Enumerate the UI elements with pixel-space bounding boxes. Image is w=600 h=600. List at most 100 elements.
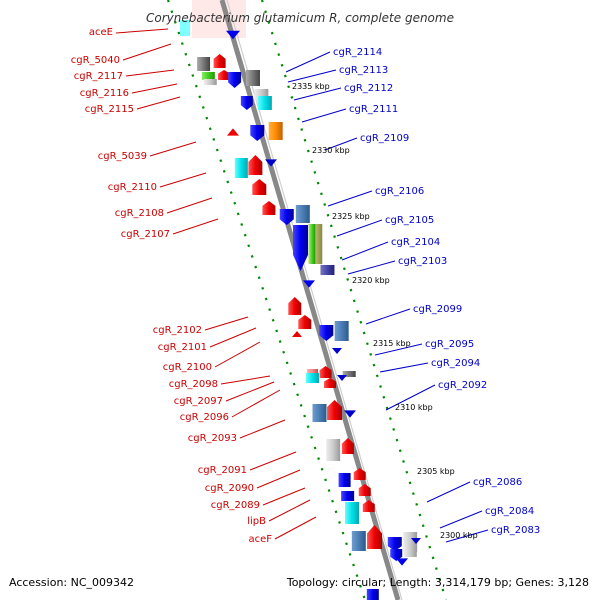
leader-cgR_2103 [347, 260, 396, 275]
gene-label-cgR_5039[interactable]: cgR_5039 [98, 151, 147, 162]
leader-cgR_5039 [149, 141, 197, 157]
gene-cgR_2090 [338, 473, 351, 487]
gene-label-cgR_2107[interactable]: cgR_2107 [121, 229, 170, 240]
ruler-left-dotted [166, 0, 367, 600]
gene-label-cgR_2091[interactable]: cgR_2091 [198, 465, 247, 476]
gene-label-aceF[interactable]: aceF [248, 534, 272, 545]
gene-label-cgR_2117[interactable]: cgR_2117 [74, 71, 123, 82]
gene-label-cgR_2101[interactable]: cgR_2101 [158, 342, 207, 353]
gene-label-cgR_2106[interactable]: cgR_2106 [375, 186, 424, 197]
gene-label-aceE[interactable]: aceE [89, 27, 113, 38]
scale-labels: 2335 kbp 2330 kbp 2325 kbp 2320 kbp 2315… [292, 82, 478, 540]
gene-rev-small-1 [265, 159, 277, 167]
gene-label-cgR_2092[interactable]: cgR_2092 [438, 380, 487, 391]
forward-gene-labels: aceE cgR_5040 cgR_2117 cgR_2116 cgR_2115… [71, 27, 272, 545]
gene-label-cgR_2109[interactable]: cgR_2109 [360, 133, 409, 144]
gene-cgR_2089b [358, 484, 371, 496]
leader-aceF [274, 516, 317, 540]
gene-bottom-forward [366, 589, 379, 600]
accession-text: Accession: NC_009342 [9, 576, 134, 589]
leader-cgR_2086 [426, 481, 471, 503]
gene-cgR_2084 [411, 538, 421, 544]
leader-cgR_2091 [249, 451, 297, 471]
gene-label-cgR_2097[interactable]: cgR_2097 [174, 396, 223, 407]
gene-cgR_2110 [234, 158, 248, 178]
leader-cgR_2090 [256, 469, 301, 489]
gene-label-cgR_2096[interactable]: cgR_2096 [180, 412, 229, 423]
gene-label-cgR_2089[interactable]: cgR_2089 [211, 500, 260, 511]
leader-cgR_2095 [374, 343, 423, 356]
gene-cgR_2097 [305, 373, 319, 383]
gene-label-cgR_2110[interactable]: cgR_2110 [108, 182, 157, 193]
gene-label-cgR_2104[interactable]: cgR_2104 [391, 237, 440, 248]
leader-cgR_2101 [209, 327, 257, 348]
gene-label-cgR_2086[interactable]: cgR_2086 [473, 477, 522, 488]
gene-label-cgR_2105[interactable]: cgR_2105 [385, 215, 434, 226]
gene-label-cgR_2112[interactable]: cgR_2112 [344, 83, 393, 94]
gene-label-cgR_2114[interactable]: cgR_2114 [333, 47, 382, 58]
gene-label-cgR_2099[interactable]: cgR_2099 [413, 304, 462, 315]
gene-label-cgR_2095[interactable]: cgR_2095 [425, 339, 474, 350]
gene-cgR_5040 [197, 57, 211, 71]
leader-aceE [115, 28, 169, 34]
gene-label-cgR_2108[interactable]: cgR_2108 [115, 208, 164, 219]
leader-cgR_2084 [439, 510, 483, 529]
gene-label-cgR_2093[interactable]: cgR_2093 [188, 433, 237, 444]
leader-cgR_2099 [365, 308, 411, 325]
gene-cgR_2094-arrow [337, 375, 347, 381]
gene-label-cgR_2084[interactable]: cgR_2084 [485, 506, 534, 517]
gene-label-cgR_2111[interactable]: cgR_2111 [349, 104, 398, 115]
gene-cgR_2108 [252, 179, 267, 195]
gene-label-lipB[interactable]: lipB [247, 516, 266, 527]
leader-cgR_2105 [336, 219, 383, 237]
gene-cgR_2116b [203, 79, 217, 85]
gene-label-cgR_2100[interactable]: cgR_2100 [163, 362, 212, 373]
gene-label-cgR_2098[interactable]: cgR_2098 [169, 379, 218, 390]
leader-lipB [268, 499, 311, 522]
track-layer [115, 0, 489, 600]
leader-cgR_2110 [159, 172, 207, 188]
leader-cgR_2117 [125, 69, 175, 77]
scale-label: 2305 kbp [417, 467, 455, 476]
leader-cgR_2115 [136, 96, 181, 110]
gene-label-cgR_2115[interactable]: cgR_2115 [85, 104, 134, 115]
gene-cgR_2106b [279, 209, 294, 225]
gene-label-cgR_2094[interactable]: cgR_2094 [431, 358, 480, 369]
gene-cgR_2117 [213, 54, 226, 68]
gene-lipB [344, 502, 359, 524]
gene-label-cgR_2102[interactable]: cgR_2102 [153, 325, 202, 336]
genome-title: Corynebacterium glutamicum R, complete g… [146, 11, 454, 25]
gene-cgR_2089 [341, 491, 355, 501]
gene-cgR_2116 [201, 72, 215, 80]
leader-cgR_2096 [231, 389, 281, 418]
gene-cgR_2114 [245, 70, 260, 86]
gene-label-cgR_2103[interactable]: cgR_2103 [398, 256, 447, 267]
genome-summary-text: Topology: circular; Length: 3,314,179 bp… [286, 576, 589, 589]
gene-cgR_2104 [293, 225, 309, 271]
leader-cgR_2092 [385, 384, 436, 411]
gene-cgR_2111 [240, 96, 253, 110]
reverse-gene-labels: cgR_2114 cgR_2113 cgR_2112 cgR_2111 cgR_… [333, 47, 540, 536]
leader-cgR_2111 [301, 108, 347, 123]
gene-label-cgR_2113[interactable]: cgR_2113 [339, 65, 388, 76]
gene-cgR_2109 [268, 122, 283, 140]
gene-label-cgR_2116[interactable]: cgR_2116 [80, 88, 129, 99]
ruler-right-dotted [260, 0, 448, 600]
gene-cgR_5039 [227, 128, 239, 136]
gene-cgR_2115 [218, 70, 231, 80]
leader-cgR_2108 [166, 197, 213, 214]
gene-label-cgR_2083[interactable]: cgR_2083 [491, 525, 540, 536]
gene-cgR_2105b [309, 224, 316, 264]
gene-label-cgR_2090[interactable]: cgR_2090 [205, 483, 254, 494]
gene-cgR_2107 [262, 201, 276, 215]
gene-cgR_2091 [341, 438, 354, 454]
gene-label-cgR_5040[interactable]: cgR_5040 [71, 55, 120, 66]
leader-cgR_2100 [214, 341, 261, 368]
leader-cgR_2106 [327, 190, 373, 207]
gene-cgR_2093a [312, 404, 327, 422]
gene-cgR_2091a [326, 439, 341, 461]
gene-cgR_2095 [332, 348, 342, 354]
gene-cgR_2113 [228, 72, 242, 88]
gene-aceE-rev [226, 30, 240, 40]
